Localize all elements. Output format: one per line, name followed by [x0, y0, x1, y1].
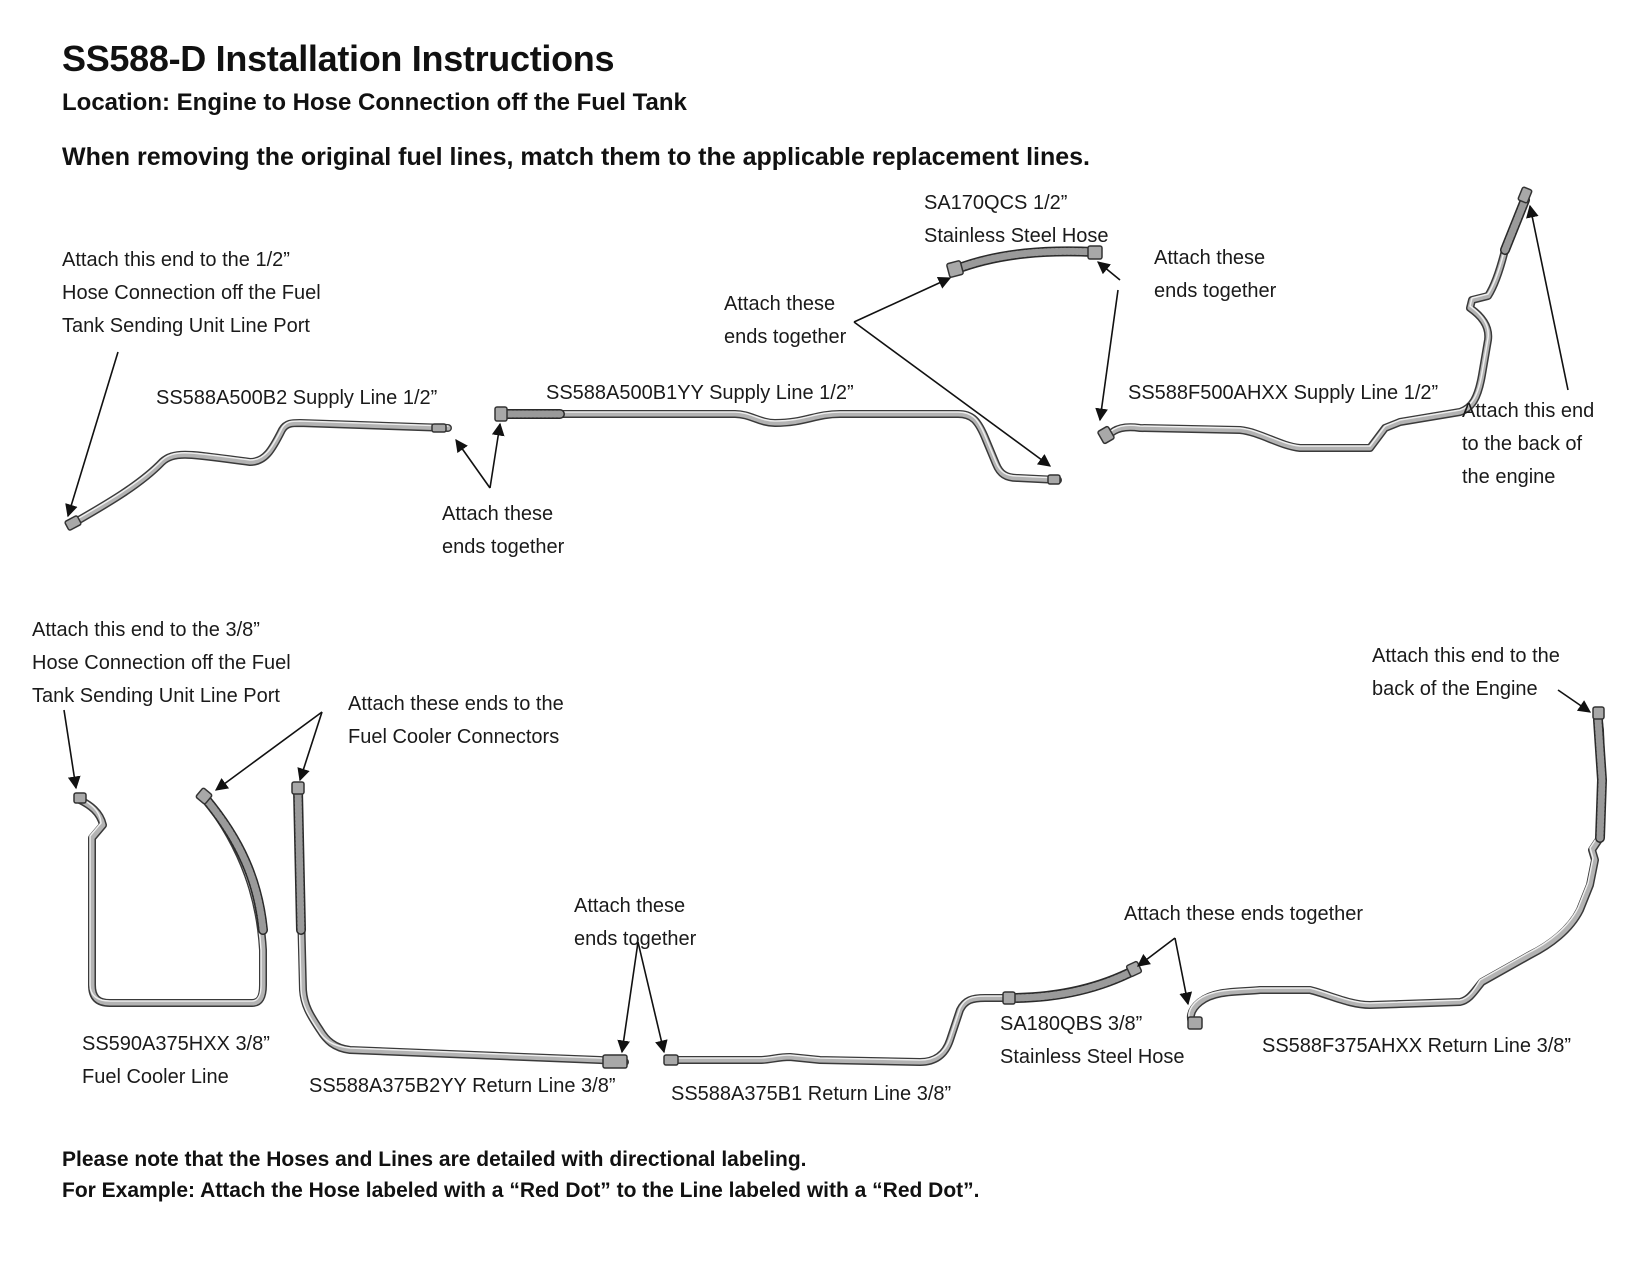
arrow-return-join-1a: [617, 941, 639, 1054]
matching-instruction: When removing the original fuel lines, m…: [62, 143, 1090, 171]
arrow-supply-join-1b: [489, 422, 505, 489]
supply-tank-end-note: Attach this end to the 1/2” Hose Connect…: [62, 249, 321, 337]
cooler-connectors-note: Attach these ends to the Fuel Cooler Con…: [348, 693, 564, 748]
fuel-cooler-line-label: SS590A375HXX 3/8” Fuel Cooler Line: [82, 1033, 270, 1088]
return-line-3-pipe: [1186, 706, 1608, 1030]
return-hose-label: SA180QBS 3/8” Stainless Steel Hose: [1000, 1013, 1185, 1068]
arrow-supply-join-1a: [455, 438, 491, 489]
supply-line-2-pipe: [494, 406, 1062, 485]
return-engine-end-note: Attach this end to the back of the Engin…: [1372, 645, 1560, 700]
directional-label-note: Please note that the Hoses and Lines are…: [62, 1148, 807, 1171]
supply-join-note-2: Attach these ends together: [724, 293, 847, 348]
arrow-return-join-1b: [637, 941, 668, 1054]
red-dot-example-note: For Example: Attach the Hose labeled wit…: [62, 1179, 980, 1202]
return-join-note-1: Attach these ends together: [574, 895, 697, 950]
page-title: SS588-D Installation Instructions: [62, 38, 615, 79]
arrow-supply-tank-end: [65, 351, 119, 518]
arrow-return-join-2a: [1136, 937, 1176, 967]
arrow-supply-join-3b: [1095, 289, 1119, 422]
fuel-cooler-line-pipe: [73, 787, 268, 1007]
supply-line-1-pipe: [64, 419, 452, 531]
supply-line-3-pipe: [1097, 186, 1533, 452]
return-line-2-pipe: [663, 994, 1014, 1066]
arrow-return-join-2b: [1174, 937, 1193, 1006]
arrow-supply-join-2b: [853, 321, 1052, 467]
arrow-return-engine-end: [1557, 689, 1592, 713]
arrow-supply-join-2a: [853, 276, 952, 323]
return-join-note-2: Attach these ends together: [1124, 903, 1364, 925]
arrow-supply-join-3a: [1097, 261, 1121, 281]
arrow-supply-engine-end: [1526, 204, 1569, 391]
return-line-3-label: SS588F375AHXX Return Line 3/8”: [1262, 1035, 1572, 1057]
supply-hose: [946, 245, 1103, 278]
arrow-return-tank-end: [63, 709, 81, 790]
supply-join-note-3: Attach these ends together: [1154, 247, 1277, 302]
supply-engine-end-note: Attach this end to the back of the engin…: [1462, 400, 1595, 488]
arrow-cooler-b: [297, 711, 323, 782]
supply-hose-label: SA170QCS 1/2” Stainless Steel Hose: [924, 192, 1109, 247]
return-line-1-label: SS588A375B2YY Return Line 3/8”: [309, 1075, 616, 1097]
return-line-1-pipe: [291, 781, 629, 1069]
supply-line-1-label: SS588A500B2 Supply Line 1/2”: [156, 387, 438, 409]
supply-join-note-1: Attach these ends together: [442, 503, 565, 558]
return-tank-end-note: Attach this end to the 3/8” Hose Connect…: [32, 619, 291, 707]
return-line-2-label: SS588A375B1 Return Line 3/8”: [671, 1083, 952, 1105]
return-hose: [1002, 960, 1143, 1005]
supply-line-2-label: SS588A500B1YY Supply Line 1/2”: [546, 382, 854, 404]
arrow-cooler-a: [214, 711, 323, 791]
location-subtitle: Location: Engine to Hose Connection off …: [62, 89, 687, 116]
supply-line-3-label: SS588F500AHXX Supply Line 1/2”: [1128, 382, 1439, 404]
